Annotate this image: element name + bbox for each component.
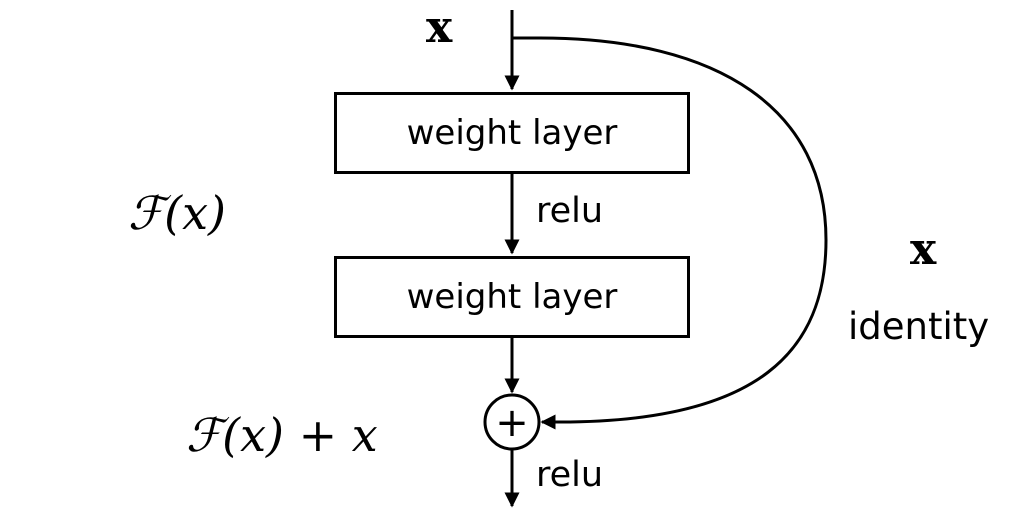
sum-node-symbol: + [495, 400, 529, 446]
weight-layer-1: weight layer [334, 92, 690, 174]
output-sum-label: ℱ(x) + x [186, 408, 378, 462]
input-x-label: x [426, 2, 453, 53]
identity-shortcut-arrow [512, 36, 828, 430]
identity-x-label: x [910, 224, 937, 275]
residual-function-label: ℱ(x) [128, 186, 226, 240]
relu-label-output: relu [536, 455, 604, 495]
identity-label: identity [848, 305, 990, 348]
relu-label-middle: relu [536, 191, 604, 231]
weight-layer-2: weight layer [334, 256, 690, 338]
